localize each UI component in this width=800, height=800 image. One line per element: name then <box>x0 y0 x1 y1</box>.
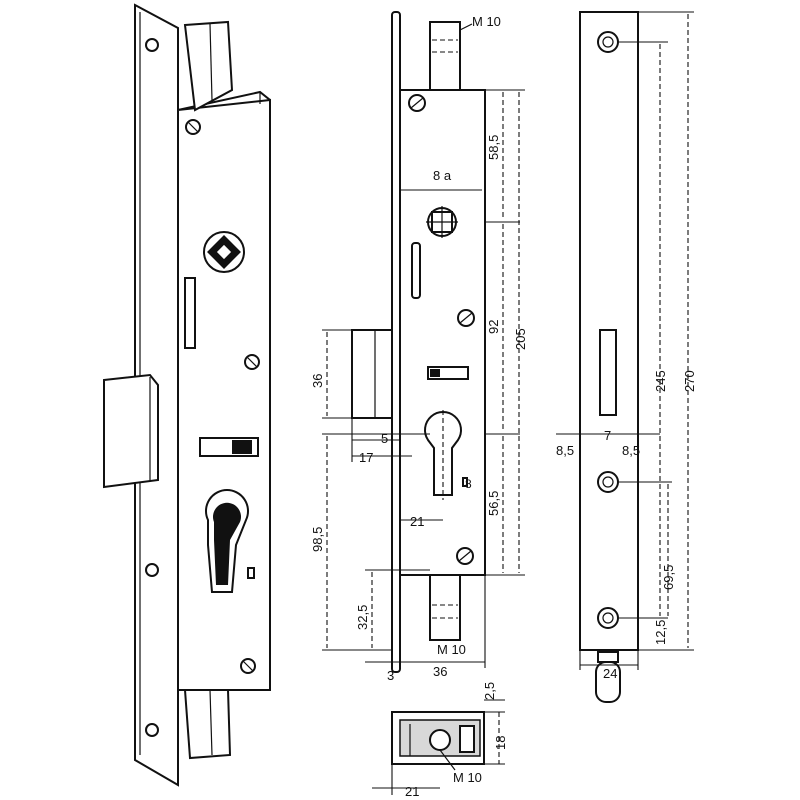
faceplate-hole-bottom <box>597 607 619 629</box>
front-slot <box>411 242 421 299</box>
bottom-rod-end <box>183 689 232 760</box>
dim-56-5: 56,5 <box>486 491 501 516</box>
faceplate-hole-top <box>597 31 619 53</box>
dim-7: 7 <box>604 428 611 443</box>
front-faceplate-edge <box>391 11 401 673</box>
section-rod-bore <box>429 729 451 751</box>
dim-8-5-left: 8,5 <box>556 443 574 458</box>
dim-32-5: 32,5 <box>355 605 370 630</box>
front-bottom-rod <box>429 574 461 641</box>
section-dim-2-5: 2,5 <box>482 682 497 700</box>
latch-bolt <box>103 373 159 489</box>
dim-36: 36 <box>310 374 325 388</box>
section-dim-21: 21 <box>405 784 419 799</box>
dim-3: 3 <box>387 668 394 683</box>
dim-24: 24 <box>603 666 617 681</box>
dim-92: 92 <box>486 320 501 334</box>
thread-label-top: M 10 <box>472 14 501 29</box>
dim-21: 21 <box>410 514 424 529</box>
dim-58-5: 58,5 <box>486 135 501 160</box>
faceplate-screw-hole-mid <box>145 563 159 577</box>
section-thread-label: M 10 <box>453 770 482 785</box>
dim-17: 17 <box>359 450 373 465</box>
dim-205: 205 <box>513 328 528 350</box>
body-slot <box>184 277 196 349</box>
dim-270: 270 <box>682 370 697 392</box>
faceplate-front-view: 245 270 8,5 7 8,5 69,5 12,5 24 <box>556 11 697 703</box>
dim-36-bottom: 36 <box>433 664 447 679</box>
top-rod-end <box>183 20 234 112</box>
dim-8-5-right: 8,5 <box>622 443 640 458</box>
front-lock-body <box>399 89 486 576</box>
faceplate-screw-hole-bottom <box>145 723 159 737</box>
faceplate-rod-end <box>595 661 621 703</box>
dim-98-5: 98,5 <box>310 527 325 552</box>
dim-8: 8 <box>465 477 472 491</box>
faceplate-hole-mid <box>597 471 619 493</box>
lock-front-view: M 10 8 a M 10 <box>310 11 528 683</box>
dim-12-5: 12,5 <box>653 620 668 645</box>
lock-section-view: 2,5 18 21 M 10 <box>372 682 508 799</box>
dim-69-5: 69,5 <box>661 565 676 590</box>
section-dim-18: 18 <box>493 736 508 750</box>
dim-5: 5 <box>381 431 388 446</box>
faceplate-screw-hole-top <box>145 38 159 52</box>
front-latch <box>351 329 393 419</box>
dim-8a: 8 a <box>433 168 452 183</box>
lock-perspective-view <box>103 3 271 787</box>
thread-label-bottom: M 10 <box>437 642 466 657</box>
faceplate-latch-opening <box>599 329 617 416</box>
dim-245: 245 <box>653 370 668 392</box>
front-top-rod <box>429 21 461 93</box>
